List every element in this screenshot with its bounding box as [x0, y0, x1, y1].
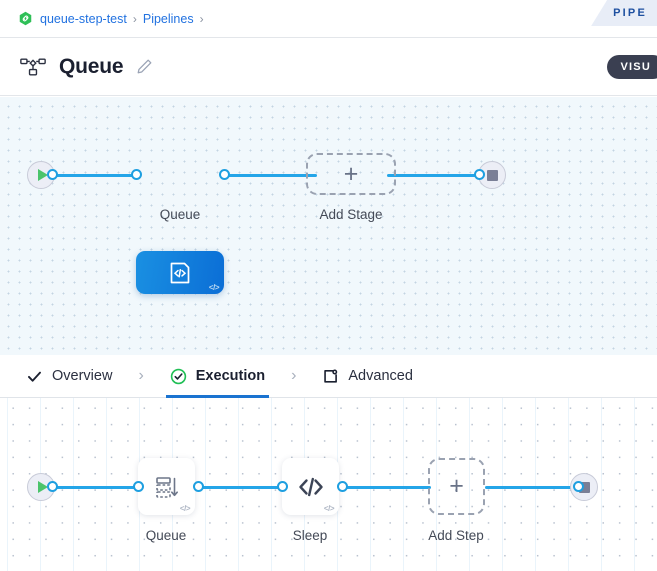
plus-icon: +: [343, 159, 359, 188]
play-icon: [37, 169, 48, 181]
step-node-sleep-label: Sleep: [292, 528, 328, 543]
breadcrumb-separator-1: ›: [132, 11, 137, 26]
stop-icon: [578, 481, 590, 493]
breadcrumb-item-project[interactable]: queue-step-test: [40, 11, 127, 26]
tab-separator-1: ›: [138, 367, 144, 384]
end-node-input-port[interactable]: [474, 169, 485, 180]
step-node-sleep-output-port[interactable]: [337, 481, 348, 492]
pipelines-ribbon-tag: PIPE: [591, 0, 657, 26]
stage-node-queue-input-port[interactable]: [131, 169, 142, 180]
add-step-node-label: Add Step: [428, 528, 484, 543]
step-node-sleep-input-port[interactable]: [277, 481, 288, 492]
add-stage-node-label: Add Stage: [319, 207, 383, 222]
page-title: Queue: [59, 54, 124, 78]
edge-start-to-queue: [49, 174, 139, 177]
check-icon: [28, 371, 41, 382]
stage-node-queue-code-badge: </>: [208, 283, 220, 292]
edge-add-stage-to-end: [387, 174, 482, 177]
tab-overview-label: Overview: [52, 368, 113, 384]
tab-advanced[interactable]: Advanced: [318, 355, 417, 398]
add-step-node[interactable]: +: [428, 458, 485, 515]
edge-queue-to-sleep: [197, 486, 285, 489]
step-node-queue-label: Queue: [145, 528, 187, 543]
tab-execution[interactable]: Execution: [165, 355, 270, 398]
step-graph-canvas[interactable]: </> Queue </> Sleep + Add Step: [0, 398, 657, 571]
edge-sleep-to-add-step: [341, 486, 431, 489]
visualize-button[interactable]: VISU: [606, 54, 657, 79]
step-node-queue-input-port[interactable]: [133, 481, 144, 492]
hexagon-link-icon: [19, 11, 32, 26]
queue-icon: [155, 476, 178, 498]
step-node-queue-output-port[interactable]: [193, 481, 204, 492]
stop-icon: [486, 169, 498, 181]
pencil-icon[interactable]: [136, 58, 153, 75]
start-node-output-port[interactable]: [47, 481, 58, 492]
start-node[interactable]: [27, 473, 55, 501]
check-circle-icon: [170, 368, 186, 384]
tab-execution-underline: [165, 394, 270, 398]
tab-overview[interactable]: Overview: [22, 355, 116, 398]
edge-queue-to-add-stage: [222, 174, 317, 177]
pipeline-tree-icon: [20, 58, 46, 75]
stage-node-queue-output-port[interactable]: [219, 169, 230, 180]
start-node[interactable]: [27, 161, 55, 189]
window-gear-icon: [324, 369, 338, 383]
add-stage-node[interactable]: +: [306, 153, 396, 195]
code-icon: [298, 477, 323, 496]
tab-execution-label: Execution: [195, 368, 266, 384]
end-node-input-port[interactable]: [573, 481, 584, 492]
edge-add-step-to-end: [485, 486, 580, 489]
stage-node-queue[interactable]: </>: [136, 251, 224, 294]
play-icon: [37, 481, 48, 493]
step-node-sleep-code-badge: </>: [323, 504, 335, 513]
page-header: Queue VISU: [0, 38, 657, 96]
stage-node-queue-label: Queue: [159, 207, 201, 222]
tab-advanced-label: Advanced: [348, 368, 413, 384]
edge-start-to-queue-step: [49, 486, 139, 489]
step-node-queue-code-badge: </>: [179, 504, 191, 513]
tab-separator-2: ›: [291, 367, 297, 384]
breadcrumb-item-pipelines[interactable]: Pipelines: [142, 11, 194, 26]
script-code-icon: [170, 262, 190, 283]
step-node-sleep[interactable]: </>: [282, 458, 339, 515]
plus-icon: +: [449, 472, 464, 500]
breadcrumb-separator-2: ›: [199, 11, 204, 26]
breadcrumb-bar: queue-step-test › Pipelines ›: [0, 0, 657, 38]
step-node-queue[interactable]: </>: [138, 458, 195, 515]
pipeline-tab-strip: Overview › Execution › Advanced: [0, 355, 657, 398]
stage-graph-canvas[interactable]: </> Queue + Add Stage: [0, 97, 657, 355]
start-node-output-port[interactable]: [47, 169, 58, 180]
